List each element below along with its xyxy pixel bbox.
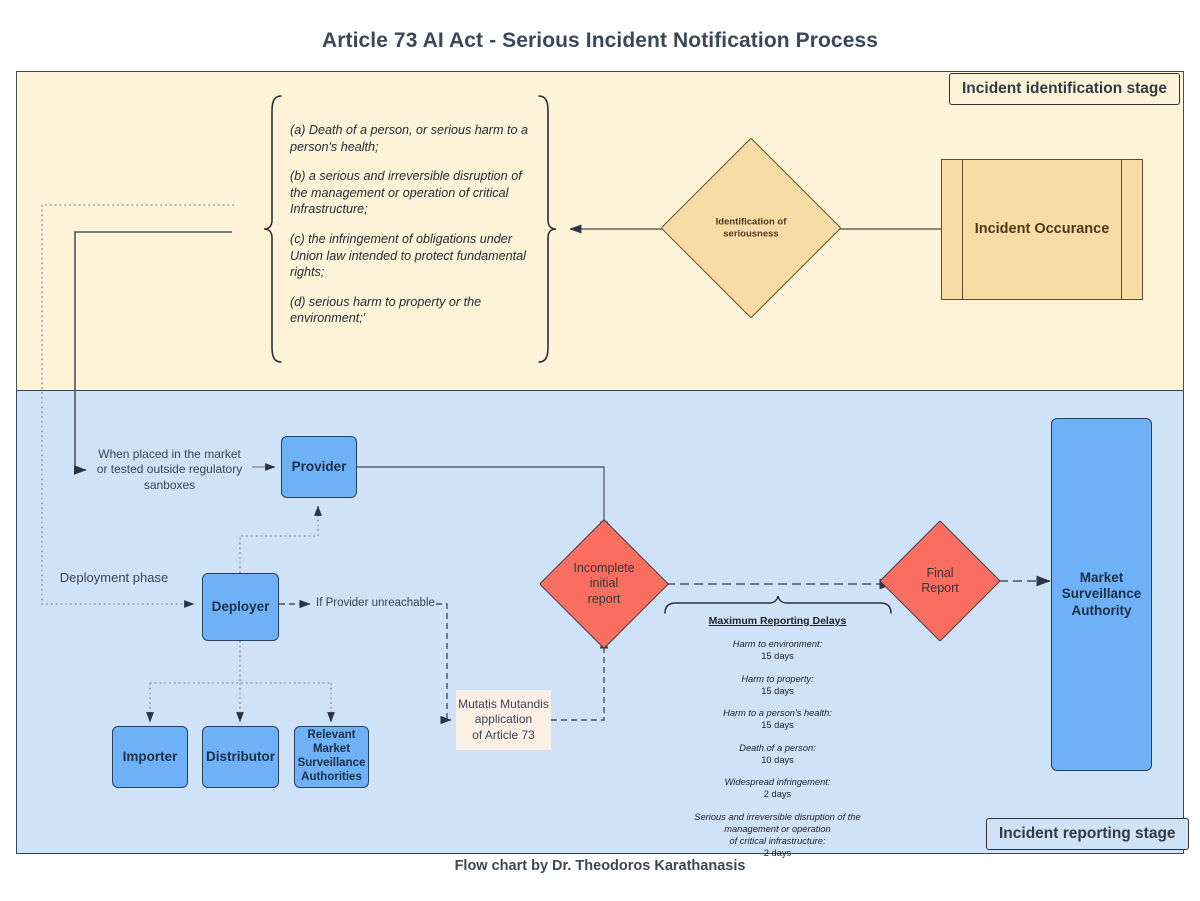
node-importer[interactable]: Importer [112,726,188,788]
reporting-delay-name: Death of a person: [739,742,816,753]
reporting-delay-value: 2 days [763,848,792,859]
reporting-delay-item: Harm to a person's health:15 days [665,707,890,732]
maximum-reporting-delays-block: Maximum Reporting Delays Harm to environ… [665,615,890,870]
reporting-delay-name: Harm to environment: [732,639,823,649]
reporting-delay-value: 15 days [761,651,794,662]
reporting-delay-value: 15 days [761,685,794,696]
reporting-delay-name: Widespread infringement: [724,777,831,788]
reporting-delay-name: Harm to property: [741,673,814,684]
reporting-delay-item: Harm to environment: 15 days [665,638,890,663]
node-importer-label: Importer [122,748,178,764]
maximum-reporting-delays-title: Maximum Reporting Delays [708,615,847,627]
node-deployer-label: Deployer [211,598,270,614]
reporting-delay-value: 10 days [761,754,794,765]
node-incident-occurrence-label: Incident Occurance [974,220,1110,237]
node-provider[interactable]: Provider [281,436,357,498]
edge-label-deployment-phase: Deployment phase [59,570,169,585]
stage-label-incident-identification: Incident identification stage [949,73,1180,105]
stage-label-incident-reporting: Incident reporting stage [986,818,1189,850]
seriousness-criteria-text: (a) Death of a person, or serious harm t… [290,122,535,327]
seriousness-criterion: (d) serious harm to property or the envi… [290,294,482,326]
node-provider-label: Provider [291,458,347,474]
predefined-process-rule-left [962,160,963,299]
seriousness-criterion: (a) Death of a person, or serious harm t… [290,123,528,154]
reporting-delay-value: 2 days [763,789,792,800]
reporting-delay-item: Widespread infringement:2 days [665,776,890,801]
page-title: Article 73 AI Act - Serious Incident Not… [321,29,879,52]
edge-label-if-provider-unreachable: If Provider unreachable [316,597,435,609]
node-distributor[interactable]: Distributor [202,726,279,788]
reporting-delay-item: Serious and irreversible disruption of t… [665,811,890,860]
reporting-delay-item: Harm to property:15 days [665,673,890,698]
reporting-delay-item: Death of a person:10 days [665,742,890,767]
reporting-delay-value: 15 days [761,720,794,731]
edge-label-when-placed-in-market: When placed in the market or tested outs… [96,447,243,492]
chart-attribution: Flow chart by Dr. Theodoros Karathanasis [454,858,746,874]
reporting-delay-name: Harm to a person's health: [723,708,832,719]
seriousness-criterion: (c) the infringement of obligations unde… [290,232,526,280]
node-distributor-label: Distributor [206,748,275,764]
node-incident-occurrence[interactable]: Incident Occurance [941,159,1143,300]
predefined-process-rule-right [1121,160,1122,299]
seriousness-criterion: (b) a serious and irreversible disruptio… [290,169,522,217]
reporting-delay-name: Serious and irreversible disruption of t… [694,811,861,847]
node-deployer[interactable]: Deployer [202,573,279,641]
